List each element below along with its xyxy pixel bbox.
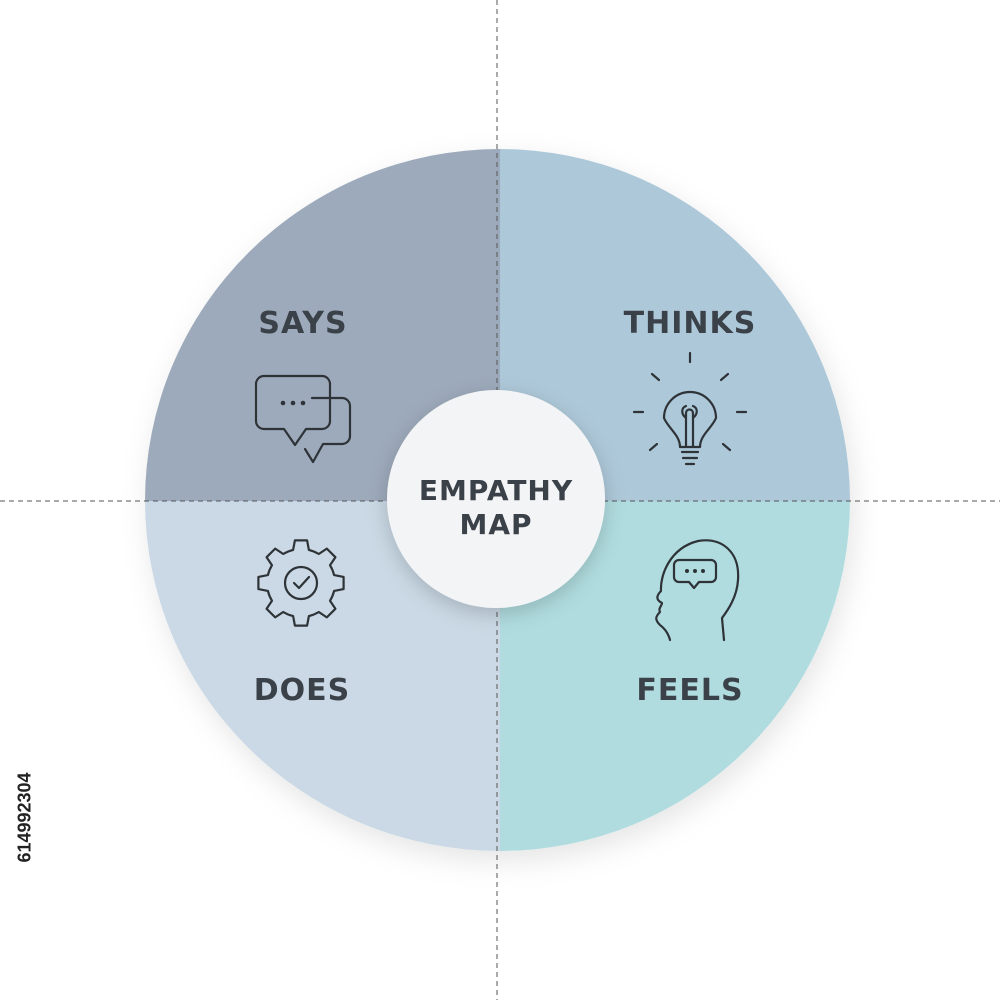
quadrant-does [145, 501, 500, 851]
head-speech-icon [655, 539, 740, 642]
feels-label: FEELS [636, 673, 743, 708]
center-circle [387, 390, 605, 608]
image-id-text: 614992304 [14, 771, 35, 863]
says-label: SAYS [258, 306, 347, 341]
quadrant-feels [500, 501, 850, 851]
center-title-line2: MAP [459, 508, 532, 541]
chat-bubbles-icon [254, 374, 352, 464]
lightbulb-icon [632, 351, 748, 466]
quadrant-says [145, 149, 500, 501]
center-title-line1: EMPATHY [419, 474, 573, 507]
thinks-label: THINKS [624, 306, 757, 341]
does-label: DOES [254, 673, 351, 708]
quadrant-thinks [500, 149, 850, 501]
gear-check-icon [257, 539, 345, 627]
